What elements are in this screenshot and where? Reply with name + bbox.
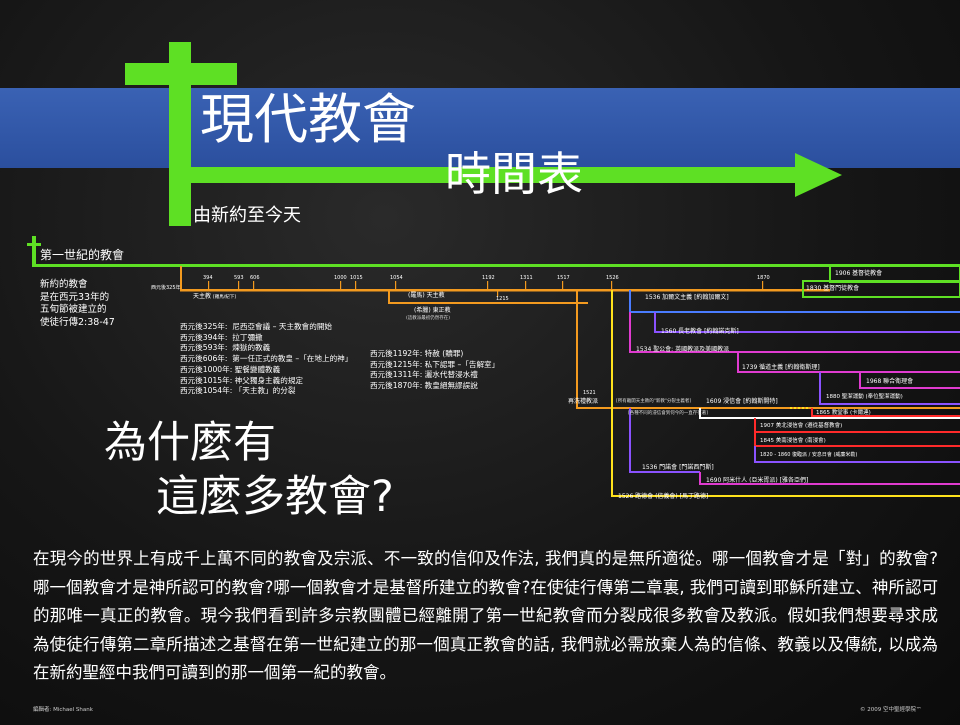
first-century-label: 第一世紀的教會 (40, 248, 125, 262)
year-1000: 1000 (334, 275, 347, 281)
year-1517: 1517 (557, 275, 570, 281)
year-1526: 1526 (606, 275, 619, 281)
year-1521: 1521 (583, 390, 596, 396)
presbyterian-branch (654, 312, 960, 333)
year-593: 593 (234, 275, 244, 281)
denom-methodist: 1739 循道主義 [約翰衛斯理] (742, 364, 820, 371)
denom-anglican: 1534 聖公會: 英國教派及美國教派 (636, 346, 730, 353)
denom-calvinism: 1536 加爾文主義 [約翰加爾文] (645, 294, 729, 301)
year-ticks (208, 281, 764, 297)
year-1192: 1192 (482, 275, 495, 281)
first-century-line (32, 264, 960, 267)
nt-church-note: 新約的教會 是在西元33年的 五旬節被建立的 使徒行傳2:38-47 (40, 279, 115, 328)
denom-mennonite: 1536 門諾會 [門諾西門斯] (642, 464, 714, 471)
green-box-1830 (802, 280, 960, 298)
denom-1906: 1906 基督徒教會 (835, 270, 883, 277)
arrow-shaft (182, 167, 800, 183)
orthodox-line (388, 302, 588, 304)
united-methodist (859, 372, 960, 389)
question-line1: 為什麼有 (104, 418, 276, 468)
year-606: 606 (250, 275, 260, 281)
catholic-branch-drop (180, 266, 182, 290)
year-1015: 1015 (350, 275, 363, 281)
start-year-label: 西元後325年 (151, 285, 181, 291)
year-394: 394 (203, 275, 213, 281)
title-band (0, 88, 960, 168)
history-list-right: 西元後1192年: 特赦 (贖罪) 西元後1215年: 私下認罪 –「告解室」 … (370, 349, 500, 391)
arrow-head (795, 153, 842, 197)
denom-southern-baptist: 1845 美南浸信會 (南浸會) (760, 438, 826, 444)
year-1870: 1870 (757, 275, 770, 281)
catholic-main-line (180, 289, 830, 292)
adventist-branch (754, 446, 960, 463)
mennonite-branch (629, 408, 700, 473)
denom-church-of-god: 1865 教堂事 (卡爾連) (816, 410, 871, 416)
roman-catholic-label: (羅馬) 天主教 (408, 292, 445, 299)
anabaptist-label: 再洗禮教派 (568, 398, 599, 405)
methodist-branch (737, 352, 960, 373)
reformation-drop (576, 289, 578, 409)
cross-horizontal (125, 63, 237, 85)
history-list-left: 西元後325年: 尼西亞會議 – 天主教會的開始 西元後394年: 拉丁彌撒 西… (180, 322, 353, 396)
denom-northern-baptist: 1907 美北浸信會 (遵從基督教會) (760, 423, 843, 429)
denom-united-methodist: 1968 聯合衛理會 (866, 378, 914, 385)
denom-baptist: 1609 浸信會 [約翰斯開特] (706, 398, 778, 405)
copyright: © 2009 空中聖經學院™ (860, 707, 922, 713)
holiness-branch (819, 372, 960, 405)
amish-branch (699, 472, 960, 485)
catholic-label: 天主教 [羅馬/紀下] (193, 293, 236, 300)
denom-1830: 1830 基督門徒教會 (806, 285, 860, 292)
year-1311: 1311 (520, 275, 533, 281)
editor-credit: 編輯者: Michael Shank (33, 707, 93, 713)
reformation-line (576, 407, 960, 409)
greek-orthodox-note: (這教派最初仍然存在) (406, 316, 451, 321)
reformation-note-1: [所有離開天主教的"新教"分裂主義者] (616, 399, 692, 404)
orthodox-branch-drop (388, 289, 390, 303)
year-1215: 1215 (496, 296, 509, 302)
denom-lutheran: 1526 路德會 (信義會) [馬丁路德] (618, 493, 709, 500)
church-of-god (811, 408, 960, 417)
small-cross-horizontal (27, 243, 41, 246)
page-subtitle: 由新約至今天 (193, 205, 301, 226)
small-cross-vertical (32, 236, 36, 266)
body-paragraph: 在現今的世界上有成千上萬不同的教會及宗派、不一致的信仰及作法, 我們真的是無所適… (33, 549, 938, 682)
page-title-line2: 時間表 (445, 147, 583, 201)
baptist-branch (699, 408, 960, 419)
denom-amish: 1690 阿米什人 (亞米胥派) [雅各亞們] (706, 477, 809, 484)
anglican-branch (629, 312, 960, 353)
reformation-note-2: [各種不同的浸信會到何今的一直存在著] (628, 411, 709, 416)
year-1054: 1054 (390, 275, 403, 281)
page-title: 現代教會 (200, 88, 416, 151)
denom-presbyterian: 1560 長老教會 [約翰諾克斯] (661, 328, 739, 335)
denom-holiness: 1880 聖潔運動 (奉位聖潔運動) (826, 394, 903, 400)
question-line2: 這麼多教會? (156, 472, 394, 522)
greek-orthodox-label: (希臘) 東正教 (414, 307, 451, 314)
lutheran-branch (611, 290, 700, 497)
denom-adventist: 1820 - 1860 復臨派 / 安息日會 (威廉米勒) (760, 452, 858, 458)
